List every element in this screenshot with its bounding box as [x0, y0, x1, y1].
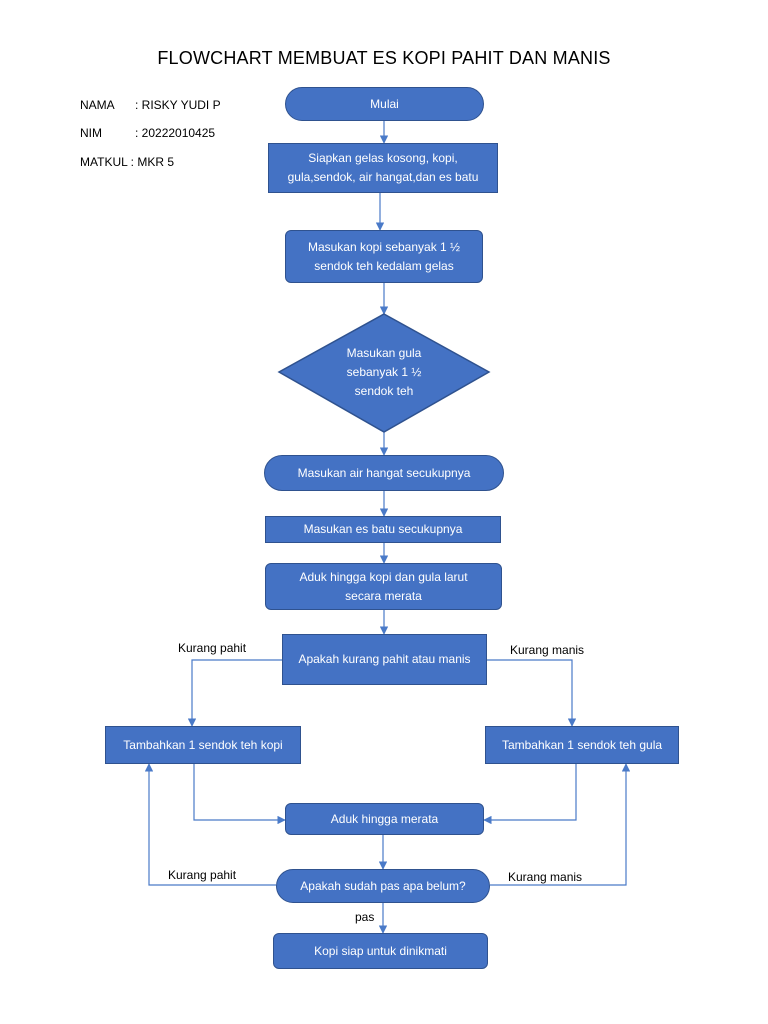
node-question-right: Apakah sudah pas apa belum? [276, 869, 490, 903]
label-q1-right: Kurang manis [510, 643, 585, 657]
label-q2-down: pas [355, 910, 375, 924]
node-question-bitter-sweet: Apakah kurang pahit atau manis [282, 634, 487, 685]
node-stir: Aduk hingga kopi dan gula larut secara m… [265, 563, 502, 610]
info-key: NIM [80, 126, 102, 140]
node-add-water: Masukan air hangat secukupnya [264, 455, 504, 491]
info-key: NAMA [80, 98, 115, 112]
node-add-sugar-spoon: Tambahkan 1 sendok teh gula [485, 726, 679, 764]
label-q1-left: Kurang pahit [178, 641, 247, 655]
info-nim: NIM : 20222010425 [80, 126, 215, 140]
node-add-coffee-initial: Masukan kopi sebanyak 1 ½ sendok teh ked… [285, 230, 483, 283]
edge-add-sugar-stir2 [483, 764, 577, 825]
node-start: Mulai [285, 87, 484, 121]
info-value: : 20222010425 [135, 126, 216, 140]
edge-question1-add-coffee [187, 659, 282, 727]
node-stir-again: Aduk hingga merata [285, 803, 484, 835]
edge-question2-add-coffee [144, 763, 276, 886]
page-title: FLOWCHART MEMBUAT ES KOPI PAHIT DAN MANI… [157, 48, 611, 68]
node-prepare: Siapkan gelas kosong, kopi, gula,sendok,… [268, 143, 498, 193]
info-value: MATKUL : MKR 5 [80, 155, 175, 169]
node-add-ice: Masukan es batu secukupnya [265, 516, 501, 543]
label-q2-right: Kurang manis [508, 870, 583, 884]
node-add-coffee-spoon: Tambahkan 1 sendok teh kopi [105, 726, 301, 764]
info-nama: NAMA : RISKY YUDI P [80, 98, 221, 112]
info-value: : RISKY YUDI P [135, 98, 221, 112]
node-add-sugar-initial: Masukan gula sebanyak 1 ½ sendok teh [346, 345, 422, 398]
info-matkul: MATKUL : MKR 5 [80, 155, 174, 169]
edge-question2-add-sugar [490, 763, 631, 886]
edge-add-coffee-stir2 [193, 764, 286, 825]
node-end: Kopi siap untuk dinikmati [273, 933, 488, 969]
label-q2-left: Kurang pahit [168, 868, 237, 882]
edge-question1-add-sugar [487, 659, 577, 727]
decision-diamond [277, 313, 491, 433]
